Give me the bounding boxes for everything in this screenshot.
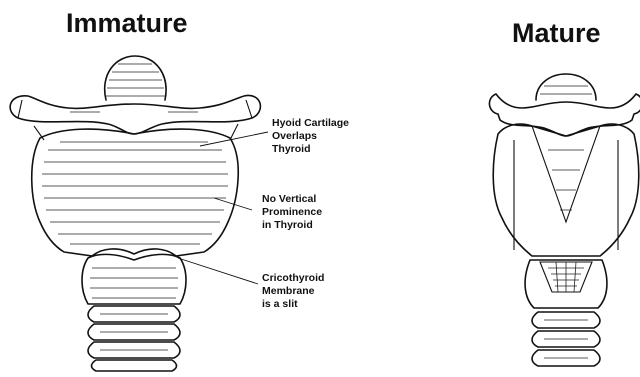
mature-epiglottis bbox=[536, 74, 596, 100]
immature-hyoid-bone bbox=[10, 95, 260, 134]
hyoid-annotation-line: Thyroid bbox=[272, 143, 349, 156]
leader-membrane bbox=[178, 258, 258, 284]
mature-larynx bbox=[489, 74, 640, 366]
hyoid-annotation: Hyoid Cartilage Overlaps Thyroid bbox=[272, 117, 349, 156]
membrane-annotation-line: is a slit bbox=[262, 298, 324, 311]
immature-thyroid-cartilage bbox=[32, 129, 239, 256]
mature-cricothyroid-membrane bbox=[540, 262, 592, 292]
mature-hyoid-bone bbox=[489, 94, 640, 136]
immature-larynx bbox=[10, 56, 268, 371]
membrane-annotation: Cricothyroid Membrane is a slit bbox=[262, 272, 324, 311]
membrane-annotation-line: Membrane bbox=[262, 285, 324, 298]
mature-trachea bbox=[532, 312, 600, 366]
immature-ligaments bbox=[34, 124, 238, 140]
immature-cricoid bbox=[82, 254, 186, 304]
immature-trachea bbox=[88, 306, 180, 371]
membrane-annotation-line: Cricothyroid bbox=[262, 272, 324, 285]
prominence-annotation-line: Prominence bbox=[262, 206, 322, 219]
immature-title: Immature bbox=[66, 8, 188, 39]
mature-thyroid-cartilage bbox=[493, 124, 639, 256]
immature-epiglottis bbox=[105, 56, 166, 100]
prominence-annotation-line: in Thyroid bbox=[262, 219, 322, 232]
hyoid-annotation-line: Hyoid Cartilage bbox=[272, 117, 349, 130]
prominence-annotation-line: No Vertical bbox=[262, 193, 322, 206]
prominence-annotation: No Vertical Prominence in Thyroid bbox=[262, 193, 322, 232]
mature-title: Mature bbox=[512, 18, 601, 49]
hyoid-annotation-line: Overlaps bbox=[272, 130, 349, 143]
